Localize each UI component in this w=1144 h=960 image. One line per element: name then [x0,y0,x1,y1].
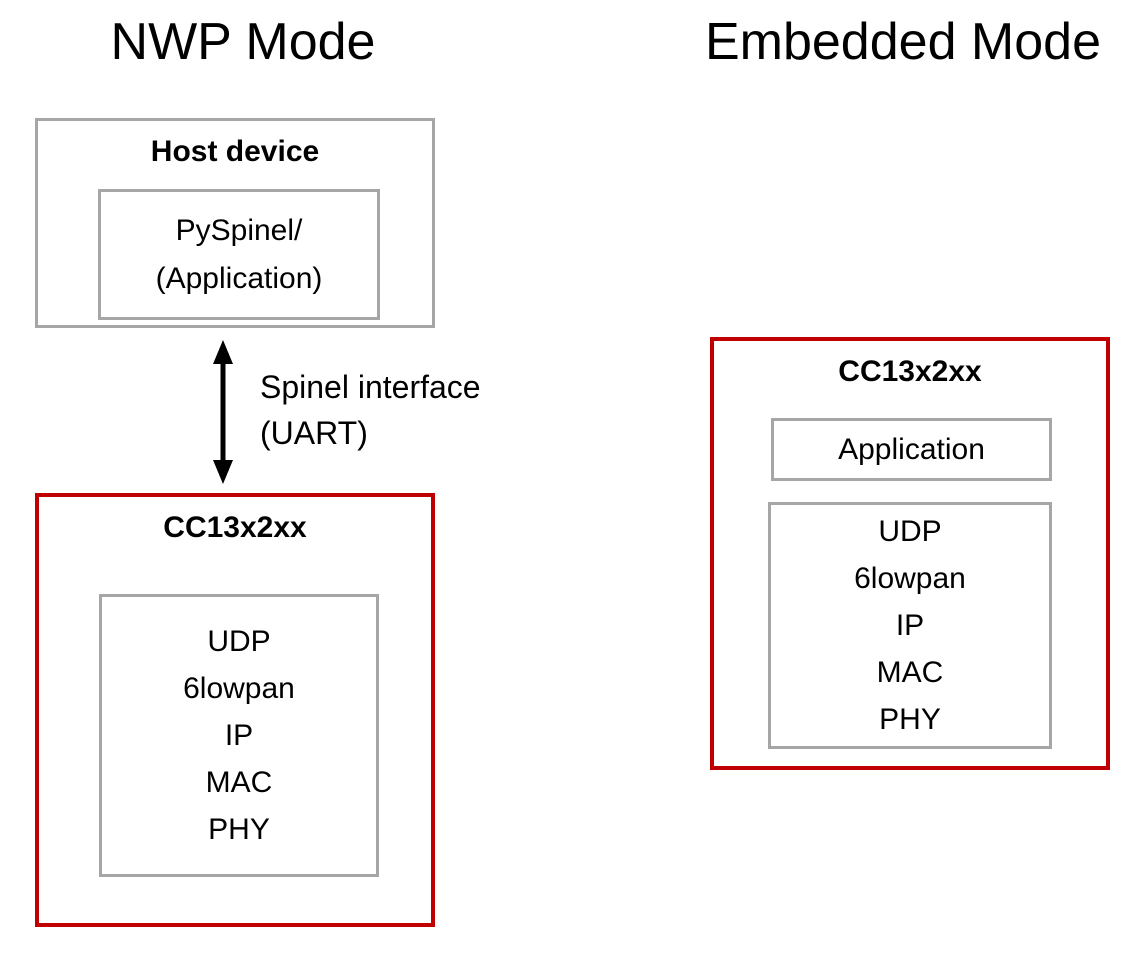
spinel-interface-label-line2: (UART) [260,415,368,451]
application-label: Application [838,432,985,466]
stack-item-phy: PHY [208,813,270,846]
pyspinel-box: PySpinel/ (Application) [98,189,380,320]
nwp-protocol-stack-box: UDP 6lowpan IP MAC PHY [99,594,379,877]
stack-item-udp: UDP [878,515,942,548]
pyspinel-label-line2: (Application) [155,261,323,295]
stack-item-6lowpan: 6lowpan [854,562,966,595]
bidirectional-arrow-icon [213,340,233,484]
nwp-mode-title: NWP Mode [110,13,376,71]
stack-item-udp: UDP [207,625,271,658]
embedded-mode-title: Embedded Mode [704,13,1102,71]
stack-item-6lowpan: 6lowpan [183,672,295,705]
spinel-interface-label: Spinel interface (UART) [260,364,481,456]
stack-item-mac: MAC [205,766,273,799]
nwp-cc13x2xx-label: CC13x2xx [163,511,307,544]
embedded-cc13x2xx-box: CC13x2xx Application UDP 6lowpan IP MAC … [710,337,1110,770]
pyspinel-label-line1: PySpinel/ [175,213,303,247]
stack-item-ip: IP [224,719,254,752]
embedded-cc13x2xx-label: CC13x2xx [838,355,982,388]
stack-item-mac: MAC [876,656,944,689]
stack-item-phy: PHY [879,703,941,736]
embedded-protocol-stack-box: UDP 6lowpan IP MAC PHY [768,502,1052,749]
host-device-box: Host device PySpinel/ (Application) [35,118,435,328]
spinel-interface-label-line1: Spinel interface [260,369,481,405]
application-box: Application [771,418,1052,481]
host-device-label: Host device [150,135,320,168]
stack-item-ip: IP [895,609,925,642]
nwp-cc13x2xx-box: CC13x2xx UDP 6lowpan IP MAC PHY [35,493,435,927]
